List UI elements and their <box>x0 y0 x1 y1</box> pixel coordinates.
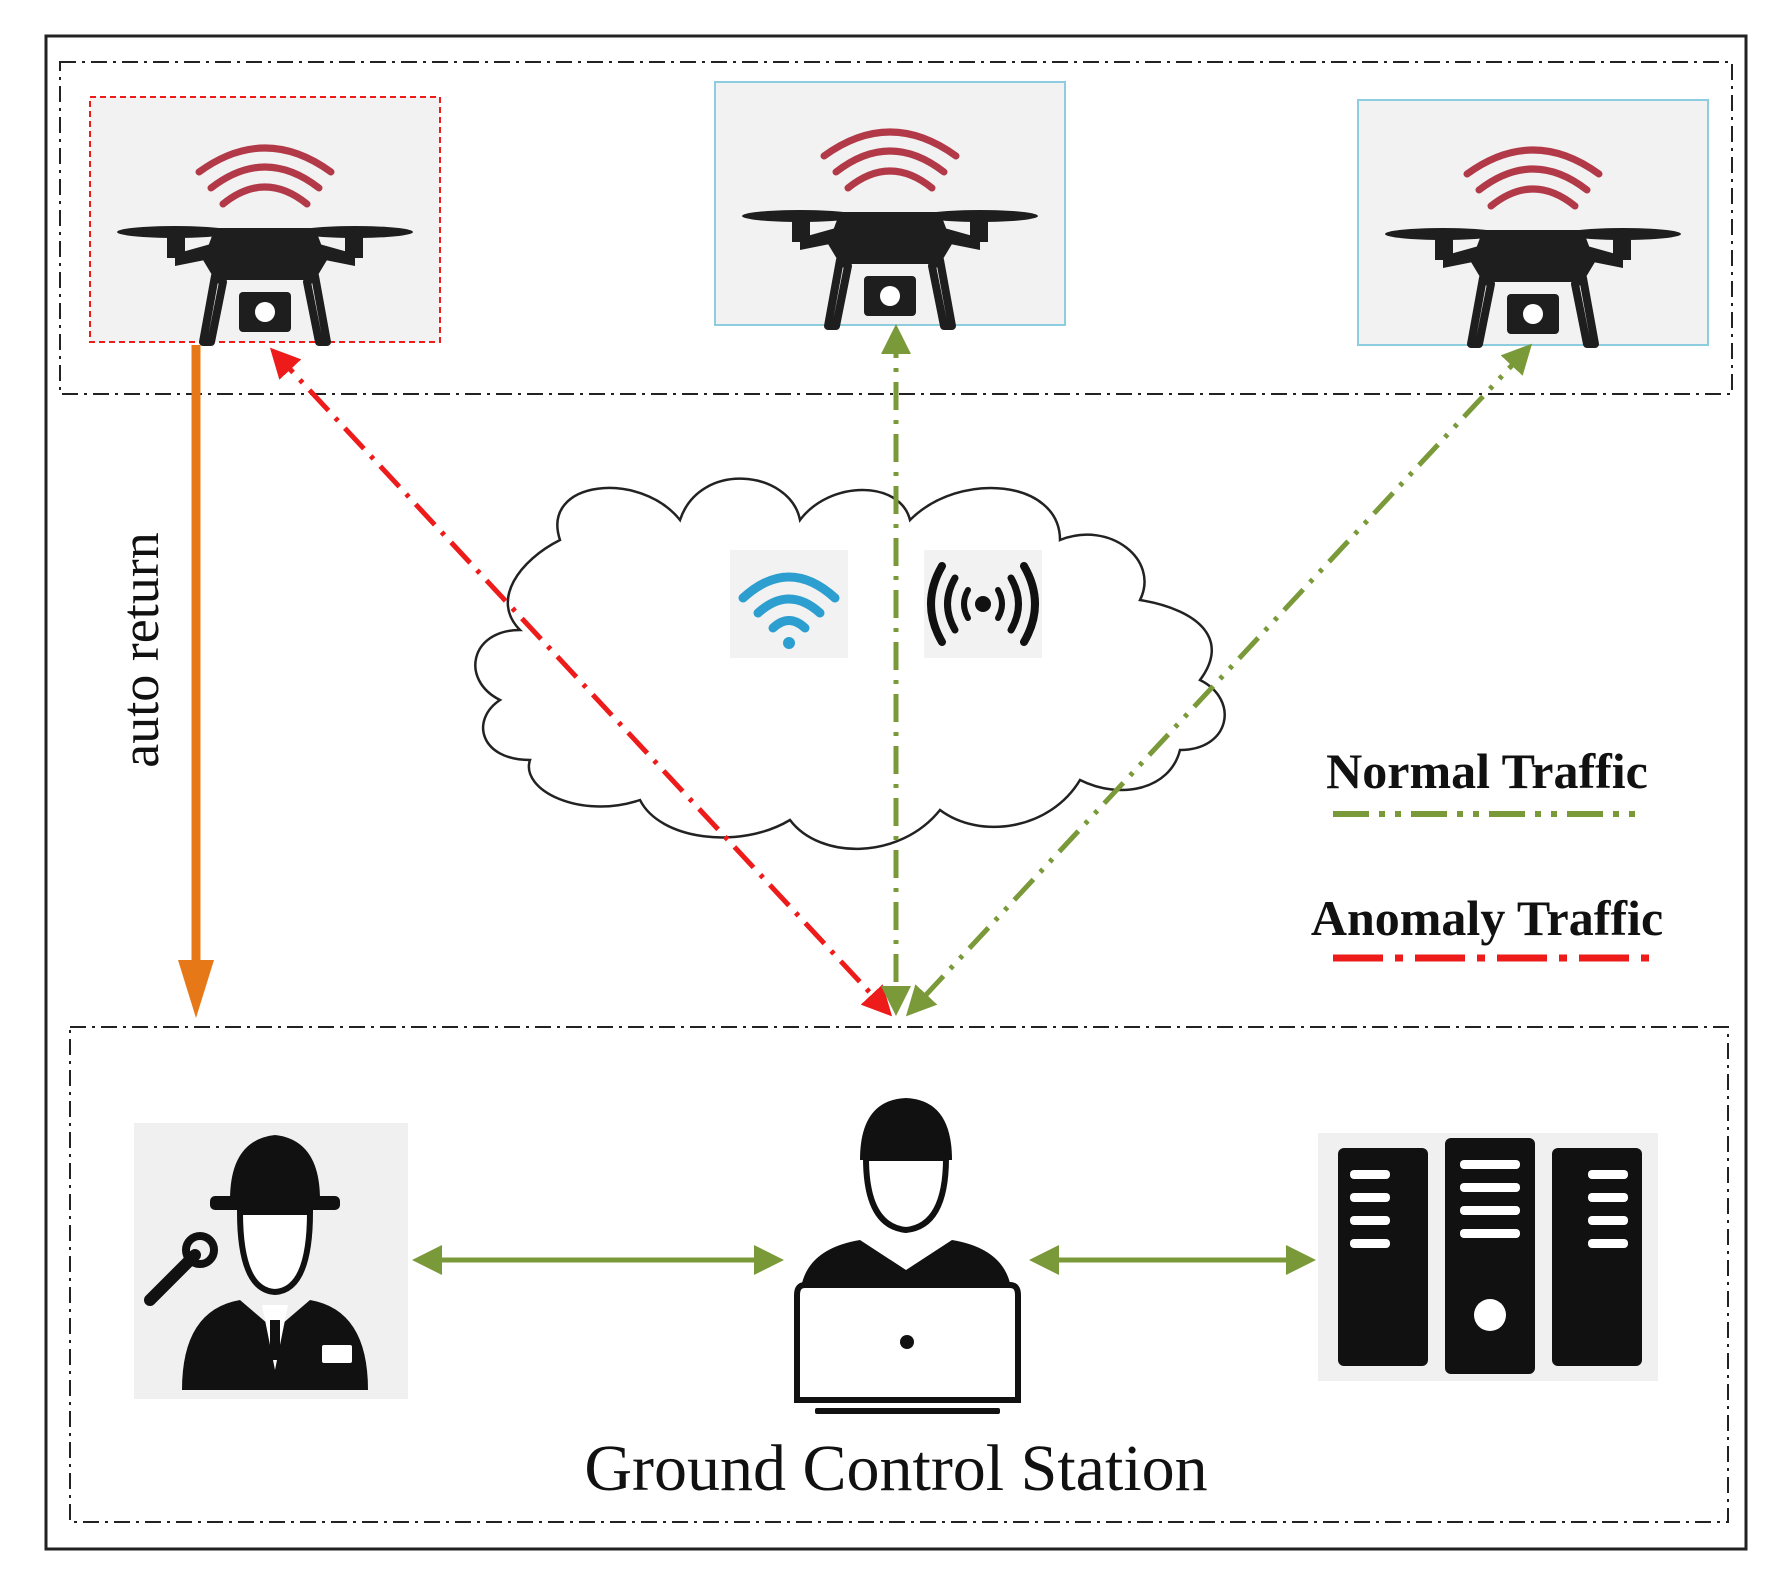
engineer-icon <box>134 1123 408 1399</box>
ground-station-label: Ground Control Station <box>584 1432 1207 1505</box>
normal-traffic-arrow-right <box>905 343 1533 1017</box>
wifi-icon <box>730 550 848 658</box>
operator-laptop-icon <box>794 1098 1021 1414</box>
auto-return-arrowhead <box>178 960 214 1018</box>
auto-return-label: auto return <box>110 532 170 767</box>
wrench-icon <box>144 1232 218 1306</box>
server-rack-icon <box>1318 1133 1658 1381</box>
legend-anomaly-label: Anomaly Traffic <box>1311 890 1663 946</box>
ground-station-zone <box>69 1026 1729 1523</box>
outer-frame <box>44 34 1748 1551</box>
broadcast-signal-icon <box>924 550 1042 658</box>
legend-normal-label: Normal Traffic <box>1326 743 1648 799</box>
anomaly-traffic-arrow <box>269 347 893 1017</box>
drone-zone <box>59 61 1733 395</box>
